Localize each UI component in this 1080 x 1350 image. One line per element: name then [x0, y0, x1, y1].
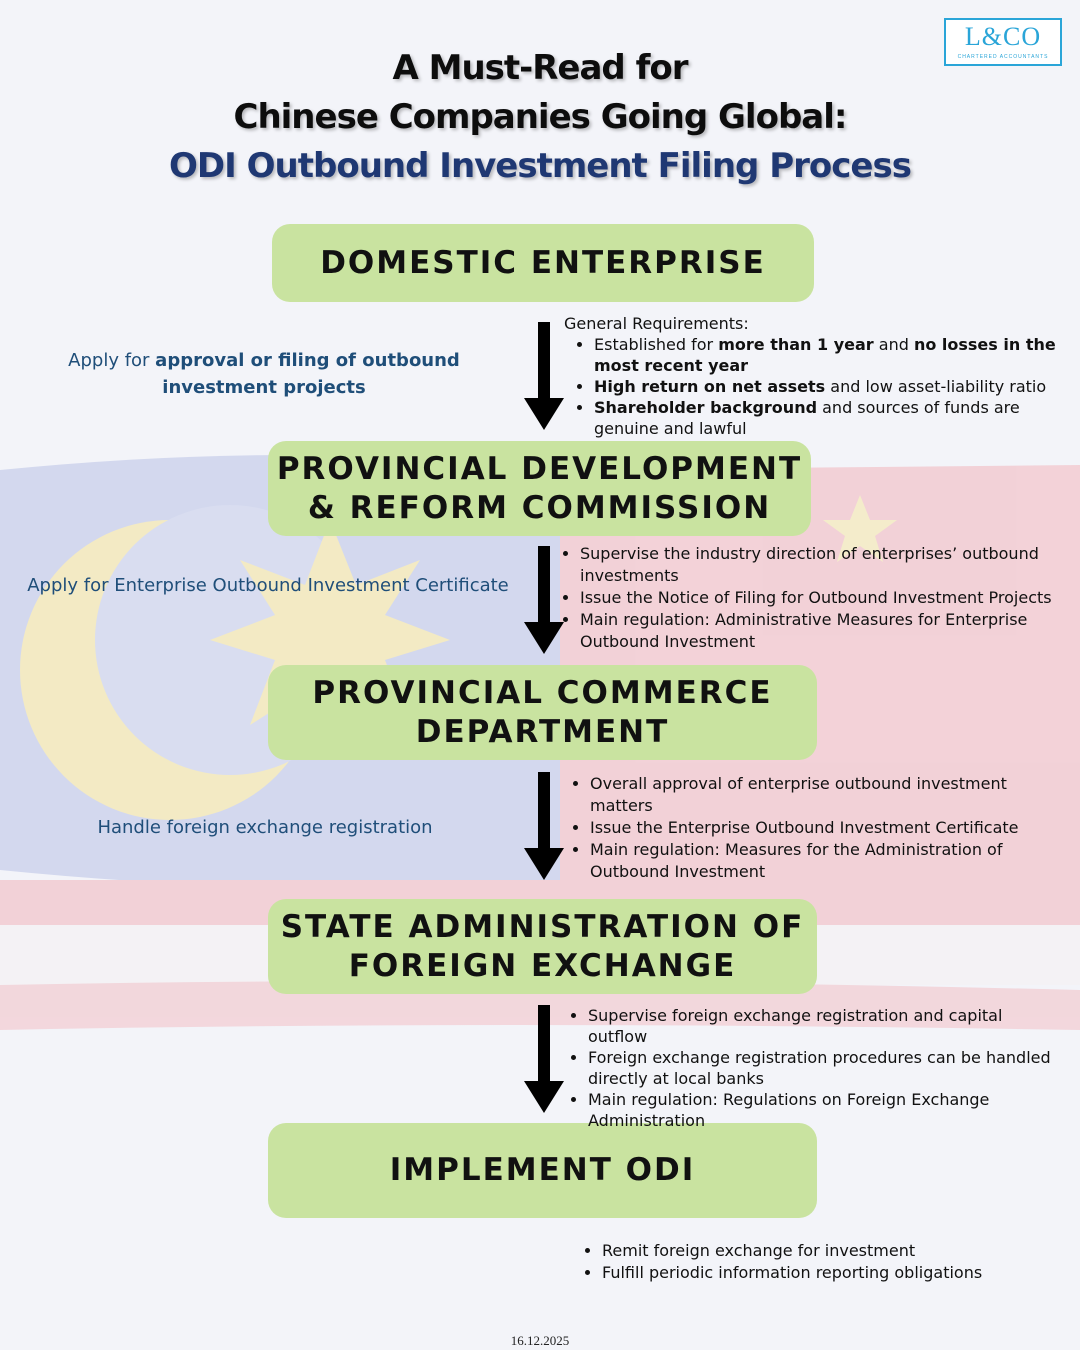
- step-box-domestic-enterprise: DOMESTIC ENTERPRISE: [272, 224, 814, 302]
- list-item: Supervise the industry direction of ente…: [580, 543, 1072, 587]
- list-item: Remit foreign exchange for investment: [602, 1240, 1058, 1262]
- list-item: Issue the Notice of Filing for Outbound …: [580, 587, 1072, 609]
- list-item: Supervise foreign exchange registration …: [588, 1005, 1064, 1047]
- title-line-3: ODI Outbound Investment Filing Process: [169, 146, 912, 186]
- list-item: Overall approval of enterprise outbound …: [590, 773, 1046, 817]
- requirements-header: General Requirements:: [564, 314, 749, 333]
- down-arrow-4: [524, 1005, 564, 1113]
- implement-odi-list: Remit foreign exchange for investment Fu…: [578, 1240, 1058, 1284]
- company-logo: L&CO CHARTERED ACCOUNTANTS: [944, 18, 1062, 66]
- step-box-state-administration: STATE ADMINISTRATION OF FOREIGN EXCHANGE: [268, 899, 817, 994]
- ndrc-duties-list: Supervise the industry direction of ente…: [556, 543, 1072, 653]
- left-note-certificate: Apply for Enterprise Outbound Investment…: [27, 575, 509, 596]
- publish-date: 16.12.2025: [510, 1333, 570, 1348]
- logo-text: L&CO: [964, 22, 1042, 51]
- list-item: Main regulation: Administrative Measures…: [580, 609, 1072, 653]
- safe-duties-list: Supervise foreign exchange registration …: [564, 1005, 1064, 1131]
- down-arrow-2: [524, 546, 564, 654]
- requirement-item: High return on net assets and low asset-…: [594, 376, 1070, 397]
- requirements-list: General Requirements: Established for mo…: [564, 313, 1070, 439]
- step-box-provincial-commerce: PROVINCIAL COMMERCE DEPARTMENT: [268, 665, 817, 760]
- list-item: Issue the Enterprise Outbound Investment…: [590, 817, 1046, 839]
- title-line-2: Chinese Companies Going Global:: [233, 97, 848, 137]
- list-item: Main regulation: Measures for the Admini…: [590, 839, 1046, 883]
- requirement-item: Shareholder background and sources of fu…: [594, 397, 1070, 439]
- logo-subtext: CHARTERED ACCOUNTANTS: [957, 54, 1049, 60]
- requirement-item: Established for more than 1 year and no …: [594, 334, 1070, 376]
- list-item: Foreign exchange registration procedures…: [588, 1047, 1064, 1089]
- left-note-approval-filing: Apply for approval or filing of outbound…: [68, 350, 460, 398]
- list-item: Main regulation: Regulations on Foreign …: [588, 1089, 1064, 1131]
- title-line-1: A Must-Read for: [392, 48, 688, 88]
- down-arrow-3: [524, 772, 564, 880]
- commerce-duties-list: Overall approval of enterprise outbound …: [566, 773, 1046, 883]
- list-item: Fulfill periodic information reporting o…: [602, 1262, 1058, 1284]
- step-box-implement-odi: IMPLEMENT ODI: [268, 1123, 817, 1218]
- step-box-provincial-development: PROVINCIAL DEVELOPMENT & REFORM COMMISSI…: [268, 441, 811, 536]
- down-arrow-1: [524, 322, 564, 430]
- left-note-fx-registration: Handle foreign exchange registration: [97, 817, 433, 838]
